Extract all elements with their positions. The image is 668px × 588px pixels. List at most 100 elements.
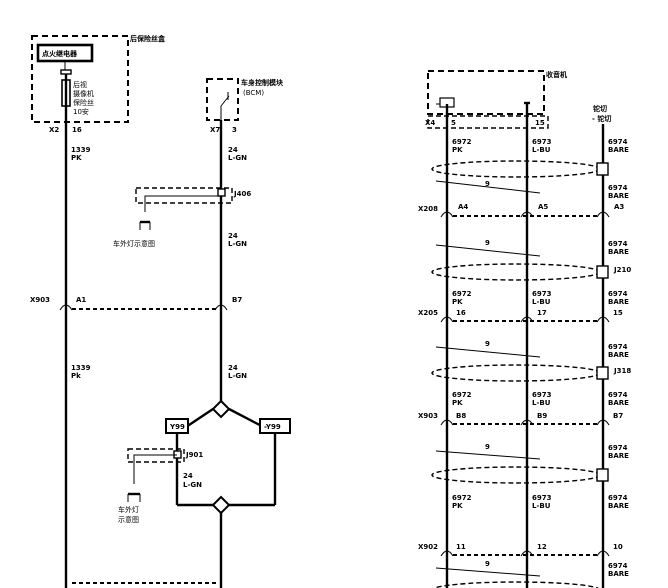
s2-bare: BARE <box>608 248 629 256</box>
x4-pin-15: 15 <box>535 119 545 127</box>
x7-pin-label: 3 <box>232 126 237 134</box>
twist-5: 9 <box>485 560 490 568</box>
j406-node <box>217 188 226 197</box>
shield-drain-node-1 <box>596 162 609 176</box>
s5-bare: BARE <box>608 570 629 578</box>
shield-ellipse-5 <box>432 581 600 588</box>
x205-pin-16 <box>440 316 454 323</box>
x205-15: 15 <box>613 309 623 317</box>
s3b-6974: 6974 <box>608 391 628 399</box>
shield-ellipse-3 <box>431 364 601 382</box>
s1-bare: BARE <box>608 146 629 154</box>
j210-node <box>596 265 609 279</box>
wire-24-color-2: L-GN <box>228 240 247 248</box>
rear-fuse-block-box <box>31 35 129 123</box>
rear-fuse-block-label: 后保险丝盒 <box>130 34 166 43</box>
wire-1339-label: 1339 <box>71 146 91 154</box>
camera-fuse-label-3: 保险丝 <box>73 98 94 107</box>
x903-pin-b8 <box>440 419 454 426</box>
wire-24-label-1: 24 <box>228 146 238 154</box>
x208-a5: A5 <box>538 203 548 211</box>
wire-24-label-4: 24 <box>183 472 193 480</box>
x208-a3: A3 <box>614 203 624 211</box>
ext-light-ref-2b: 示意图 <box>118 515 139 524</box>
s2b-6974: 6974 <box>608 290 628 298</box>
not-y99-label: -Y99 <box>264 423 281 431</box>
x903-a1-label: A1 <box>76 296 86 304</box>
s3-6972: 6972 <box>452 391 472 399</box>
wire-24-label-2: 24 <box>228 232 238 240</box>
x903-pin-b9 <box>520 419 534 426</box>
wire-24-color-3: L-GN <box>228 372 247 380</box>
x4-connector <box>427 115 549 129</box>
x903-b8: B8 <box>456 412 466 420</box>
twist-line-3 <box>435 346 541 358</box>
j406-box <box>135 187 233 204</box>
camera-fuse-label-2: 摄像机 <box>73 89 94 98</box>
bcm-box <box>206 78 239 121</box>
ignition-relay-label: 点火继电器 <box>42 49 78 58</box>
wire-24-color-4: L-GN <box>183 481 202 489</box>
s4-pk: PK <box>452 502 463 510</box>
ext-light-ref-2a: 车外灯 <box>118 505 139 514</box>
twist-line-1 <box>435 180 541 194</box>
shield-ellipse-1 <box>431 160 601 178</box>
x208-label: X208 <box>418 205 438 213</box>
x205-pin-17 <box>520 316 534 323</box>
twist-3: 9 <box>485 340 490 348</box>
s2b-bare: BARE <box>608 298 629 306</box>
s3-bare: BARE <box>608 351 629 359</box>
x903-a1-pin <box>59 304 73 311</box>
x2-pin-label: 16 <box>72 126 82 134</box>
camera-fuse-symbol <box>60 69 72 75</box>
x902-pin-10 <box>596 550 610 557</box>
s1b-bare: BARE <box>608 192 629 200</box>
s1b-6974: 6974 <box>608 184 628 192</box>
x903-b7-pin <box>214 304 228 311</box>
s4-bare: BARE <box>608 452 629 460</box>
bcm-label-1: 车身控制模块 <box>241 78 284 87</box>
option-merge-diamond <box>211 495 231 515</box>
y99-box <box>165 418 189 434</box>
camera-fuse-label-1: 后视 <box>73 80 87 89</box>
x7-connector-label: X7 <box>210 126 220 134</box>
x4-pin-5: 5 <box>451 119 456 127</box>
s1-pk: PK <box>452 146 463 154</box>
s4b-bare: BARE <box>608 502 629 510</box>
x903-b9: B9 <box>537 412 547 420</box>
s4-lbu: L-BU <box>532 502 551 510</box>
s3-lbu: L-BU <box>532 399 551 407</box>
option-split-diamond <box>211 399 231 419</box>
radio-label: 收音机 <box>546 70 567 79</box>
x903-pin-b7 <box>596 419 610 426</box>
s1-lbu: L-BU <box>532 146 551 154</box>
j318-label: J318 <box>613 367 631 375</box>
s1-6974: 6974 <box>608 138 628 146</box>
not-y99-box <box>259 418 291 434</box>
wire-24-label-3: 24 <box>228 364 238 372</box>
wire-1339-color: PK <box>71 154 82 162</box>
s2-6972: 6972 <box>452 290 472 298</box>
x902-pin-11 <box>440 550 454 557</box>
x902-label: X902 <box>418 543 438 551</box>
shield-ellipse-4 <box>431 466 601 484</box>
x205-17: 17 <box>537 309 547 317</box>
x4-label: X4 <box>425 119 435 127</box>
j901-label: J901 <box>185 451 203 459</box>
twist-line-2 <box>435 244 541 257</box>
twist-2: 9 <box>485 239 490 247</box>
s5-6974: 6974 <box>608 562 628 570</box>
drain-label-1: 铊切 <box>593 104 607 113</box>
s4b-6974: 6974 <box>608 494 628 502</box>
twist-1: 9 <box>485 180 490 188</box>
x902-12: 12 <box>537 543 547 551</box>
x208-a4: A4 <box>458 203 468 211</box>
s1-6973: 6973 <box>532 138 552 146</box>
bcm-label-2: (BCM) <box>243 89 264 97</box>
s2-lbu: L-BU <box>532 298 551 306</box>
x902-11: 11 <box>456 543 466 551</box>
x902-10: 10 <box>613 543 623 551</box>
wire-1339-label-2: 1339 <box>71 364 91 372</box>
